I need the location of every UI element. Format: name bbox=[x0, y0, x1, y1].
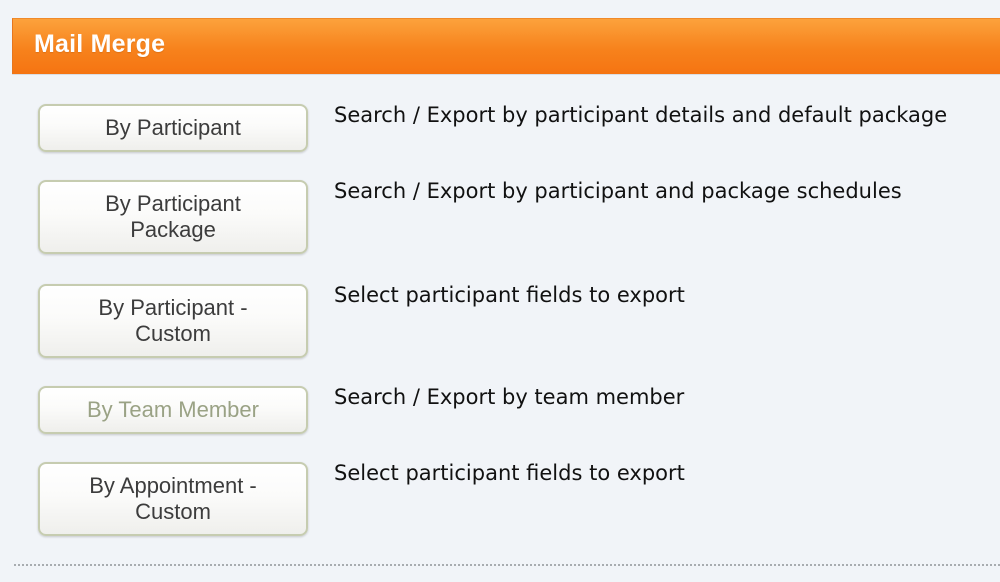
by-participant-custom-description: Select participant fields to export bbox=[334, 283, 685, 307]
by-team-member-button[interactable]: By Team Member bbox=[38, 386, 308, 434]
button-label: By Team Member bbox=[87, 397, 259, 422]
button-label: By Appointment - Custom bbox=[89, 473, 257, 524]
by-team-member-description: Search / Export by team member bbox=[334, 385, 685, 409]
by-participant-custom-button[interactable]: By Participant - Custom bbox=[38, 284, 308, 358]
by-appointment-custom-button[interactable]: By Appointment - Custom bbox=[38, 462, 308, 536]
by-participant-description: Search / Export by participant details a… bbox=[334, 103, 948, 127]
button-label: By Participant bbox=[105, 115, 241, 140]
page-title: Mail Merge bbox=[34, 30, 166, 58]
section-divider bbox=[14, 564, 1000, 566]
by-participant-package-button[interactable]: By Participant Package bbox=[38, 180, 308, 254]
mail-merge-header: Mail Merge bbox=[12, 18, 1000, 74]
button-label: By Participant - Custom bbox=[98, 295, 248, 346]
by-participant-package-description: Search / Export by participant and packa… bbox=[334, 179, 902, 203]
button-label: By Participant Package bbox=[105, 191, 241, 242]
by-appointment-custom-description: Select participant fields to export bbox=[334, 461, 685, 485]
by-participant-button[interactable]: By Participant bbox=[38, 104, 308, 152]
